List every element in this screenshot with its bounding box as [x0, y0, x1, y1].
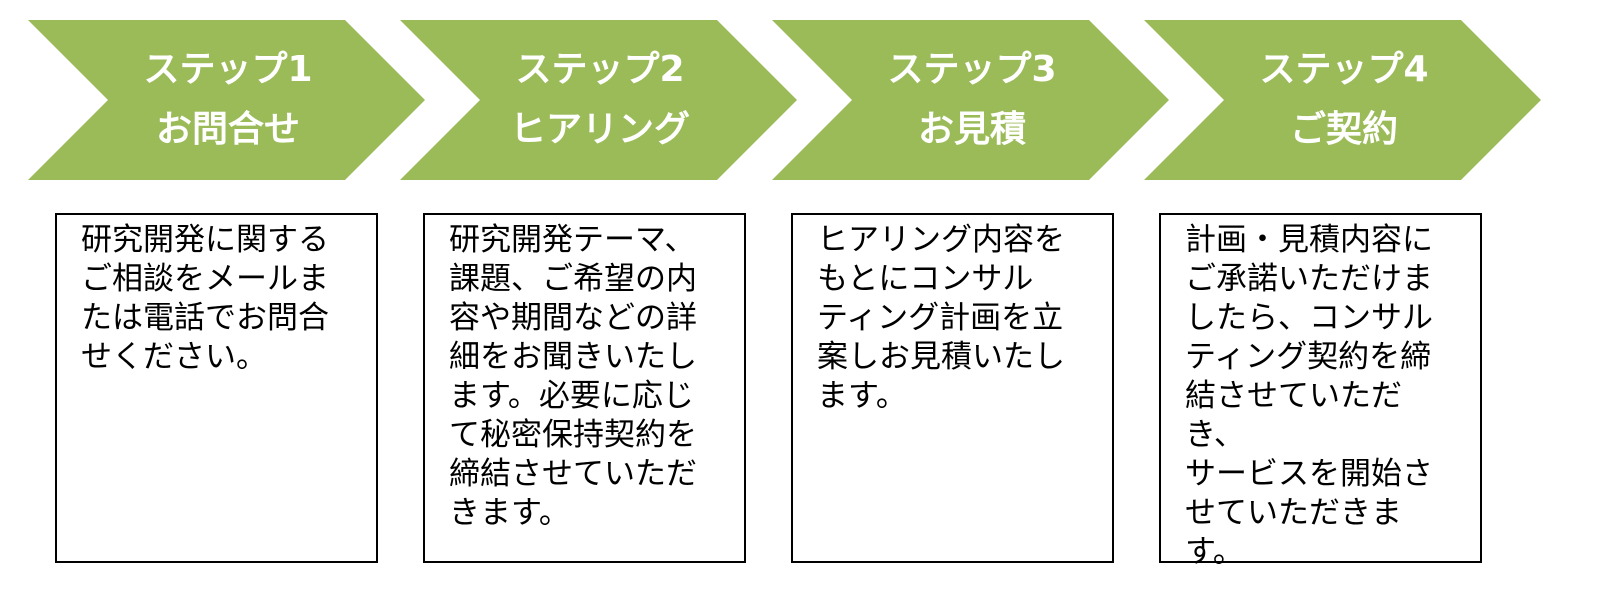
step-3-description: ヒアリング内容を もとにコンサル ティング計画を立 案しお見積いたし ます。	[791, 213, 1114, 563]
step-4-heading: ステップ4 ご契約	[1204, 40, 1484, 160]
step-4-chevron	[1144, 20, 1541, 180]
step-4-label: ステップ4	[1259, 49, 1429, 90]
step-3-label: ステップ3	[887, 49, 1057, 90]
step-1-heading: ステップ1 お問合せ	[88, 40, 368, 160]
step-4-title: ご契約	[1289, 109, 1398, 150]
step-4-description: 計画・見積内容に ご承諾いただけま したら、コンサル ティング契約を締 結させて…	[1159, 213, 1482, 570]
step-1-label: ステップ1	[143, 49, 313, 90]
step-3-chevron	[772, 20, 1169, 180]
step-2-title: ヒアリング	[509, 109, 690, 150]
step-2-label: ステップ2	[515, 49, 685, 90]
step-1-description: 研究開発に関する ご相談をメールま たは電話でお問合 せください。	[55, 213, 378, 563]
step-3-title: お見積	[917, 109, 1026, 150]
step-2-description: 研究開発テーマ、 課題、ご希望の内 容や期間などの詳 細をお聞きいたし ます。必…	[423, 213, 746, 563]
step-2-chevron	[400, 20, 797, 180]
step-3-heading: ステップ3 お見積	[832, 40, 1112, 160]
step-1-chevron	[28, 20, 425, 180]
step-1-title: お問合せ	[155, 109, 300, 150]
step-2-heading: ステップ2 ヒアリング	[460, 40, 740, 160]
